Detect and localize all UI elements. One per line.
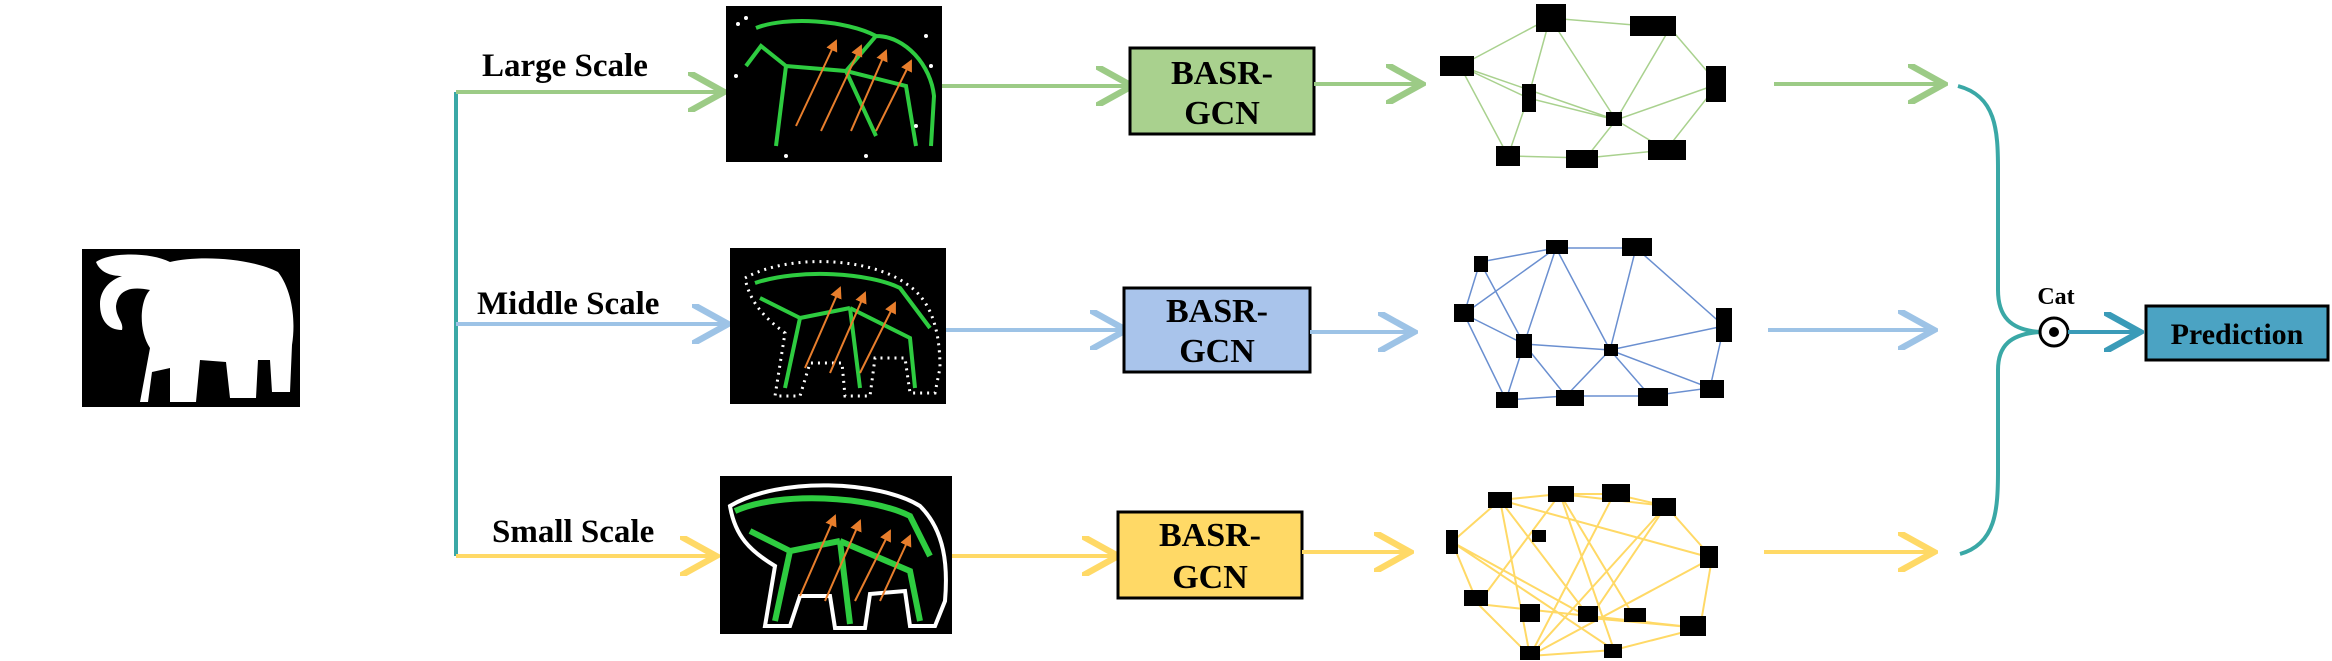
concat-operator-icon [2038, 316, 2070, 348]
skeleton-image-middle [730, 248, 946, 404]
graph-large [1440, 4, 1726, 168]
skeleton-image-large [726, 6, 942, 162]
basr-gcn-large-line1: BASR- [1171, 55, 1273, 92]
basr-gcn-middle-line1: BASR- [1166, 293, 1268, 330]
elephant-silhouette-icon [96, 254, 294, 402]
basr-gcn-middle-line2: GCN [1179, 333, 1255, 370]
basr-gcn-small-line1: BASR- [1159, 517, 1261, 554]
graph-middle [1454, 238, 1732, 408]
basr-gcn-small-line2: GCN [1172, 559, 1248, 596]
label-middle-scale: Middle Scale [477, 286, 659, 322]
basr-gcn-box-middle: BASR- GCN [1122, 286, 1312, 374]
label-small-scale: Small Scale [492, 514, 654, 550]
label-large-scale: Large Scale [482, 48, 648, 84]
basr-gcn-box-large: BASR- GCN [1128, 46, 1316, 136]
splitter [300, 92, 724, 556]
skeleton-image-small [720, 476, 952, 634]
basr-gcn-box-small: BASR- GCN [1116, 510, 1304, 600]
prediction-label: Prediction [2171, 318, 2304, 351]
input-image [82, 249, 300, 407]
prediction-box: Prediction [2144, 304, 2330, 362]
fusion-brace [1957, 84, 2041, 556]
basr-gcn-large-line2: GCN [1184, 95, 1260, 132]
graph-small [1446, 484, 1718, 660]
cat-label: Cat [2037, 284, 2074, 310]
